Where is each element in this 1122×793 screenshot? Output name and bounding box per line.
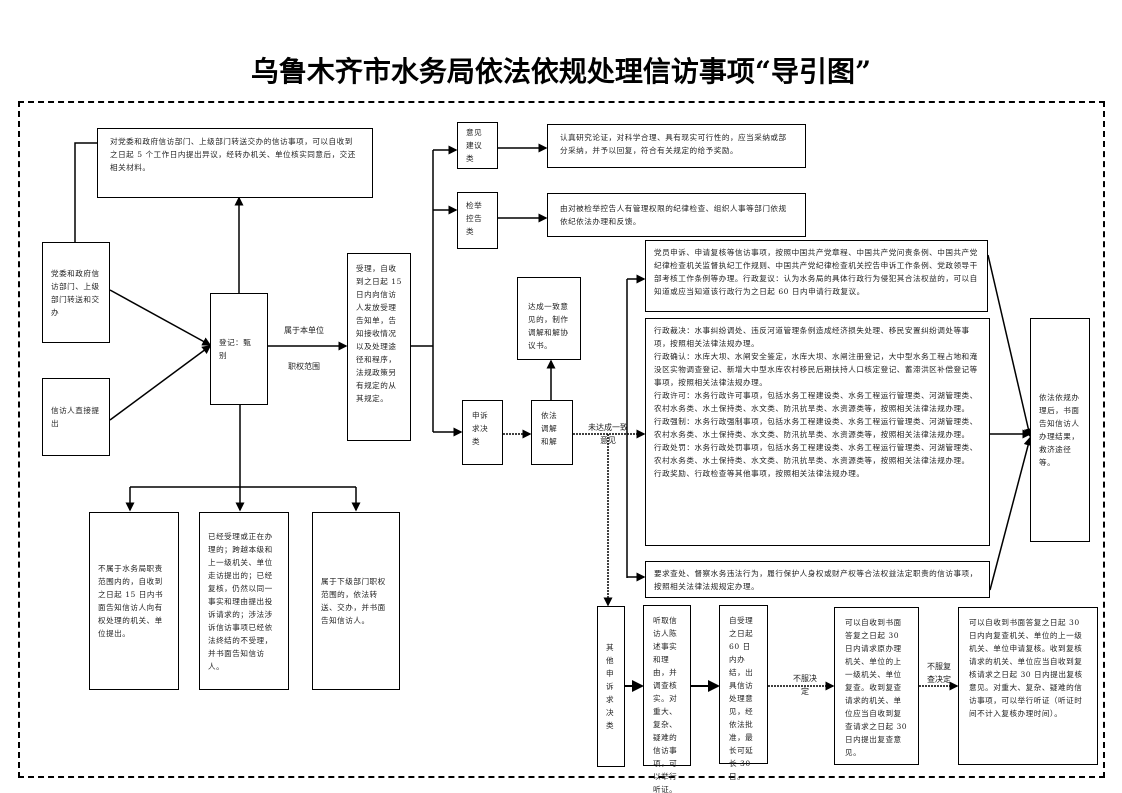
connector — [989, 436, 1033, 591]
register-box: 登记：甄别 — [210, 293, 268, 405]
scope-label-1: 属于本单位 — [284, 326, 324, 335]
page-title: 乌鲁木齐市水务局依法依规处理信访事项“导引图” — [250, 55, 872, 88]
admin-matter-item: 行政强制：水务行政强制事项，包括水务工程建设类、水务工程运行管理类、河湖管理类、… — [654, 417, 978, 439]
connector — [109, 345, 212, 421]
source-party-box: 党委和政府信访部门、上级部门转送和交办 — [42, 242, 110, 343]
admin-matter-item: 行政裁决：水事纠纷调处、违反河道管理条例造成经济损失处理、移民安置纠纷调处等事项… — [654, 326, 970, 348]
handling-box: 自受理之日起 60 日内办结，出具信访处理意见，经依法批准，最长可延长 30 日… — [719, 605, 768, 781]
lower-dept-box: 属于下级部门职权范围的，依法转送、交办，并书面告知信访人。 — [312, 512, 400, 690]
source-direct-box: 信访人直接提出 — [42, 378, 110, 456]
connector — [109, 289, 212, 346]
admin-matter-item: 行政许可：水务行政许可事项，包括水务工程建设类、水务工程运行管理类、河湖管理类、… — [654, 391, 978, 413]
connector — [74, 142, 97, 242]
suggestion-result-box: 认真研究论证，对科学合理、具有现实可行性的，应当采纳或部分采纳，并予以回复，符合… — [547, 124, 806, 168]
not-water-box: 不属于水务局职责范围内的，自收到之日起 15 日内书面告知信访人向有权处理的机关… — [89, 512, 179, 690]
admin-matter-item: 行政确认：水库大坝、水闸安全鉴定，水库大坝、水闸注册登记，大中型水务工程占地和淹… — [654, 352, 978, 387]
accept-box: 受理，自收到之日起 15 日内向信访人发放受理告知单，告知接收情况以及处理途径和… — [347, 253, 411, 441]
objection-note-box: 对党委和政府信访部门、上级部门转送交办的信访事项，可以自收到之日起 5 个工作日… — [97, 128, 373, 198]
report-result-box: 由对被检举控告人有管理权限的纪律检查、组织人事等部门依规依纪依法办理和反馈。 — [547, 193, 806, 237]
report-box: 检举控告类 — [457, 192, 498, 249]
admin-matter-item: 行政奖励、行政检查等其他事项，按照相关法律法规办理。 — [654, 469, 865, 478]
agreement-box: 达成一致意见的，制作调解和解协议书。 — [517, 277, 581, 360]
review-box: 可以自收到书面答复之日起 30 日内请求原办理机关、单位的上一级机关、单位复查。… — [834, 607, 919, 765]
final-notice-box: 依法依规办理后，书面告知信访人办理结果，救济途径等。 — [1030, 318, 1090, 542]
mediation-box: 依法调解和解 — [531, 400, 573, 465]
hearing-box: 听取信访人陈述事实和理由，并调查核实。对重大、复杂、疑难的信访事项，可以举行听证… — [643, 605, 691, 793]
no-agreement-label: 未达成一致意见 — [588, 423, 628, 445]
other-appeal-box: 其他申诉求决类 — [597, 606, 625, 767]
connector — [987, 254, 1033, 438]
dissatisfied-review-label: 不服复查决定 — [927, 662, 951, 684]
suggestion-box: 意见建议类 — [457, 122, 498, 169]
recheck-box: 可以自收到书面答复之日起 30 日内向复查机关、单位的上一级机关、单位申请复核。… — [958, 607, 1098, 765]
dissatisfied-decision-label: 不服决定 — [793, 674, 817, 696]
scope-label-2: 职权范围 — [288, 362, 320, 371]
appeal-box: 申诉求决类 — [462, 400, 503, 465]
admin-matters-box: 行政裁决：水事纠纷调处、违反河道管理条例造成经济损失处理、移民安置纠纷调处等事项… — [645, 318, 990, 546]
party-matters-box: 党员申诉、申请复核等信访事项，按照中国共产党章程、中国共产党问责条例、中国共产党… — [645, 240, 988, 312]
not-accepted-box: 已经受理或正在办理的；跨越本级和上一级机关、单位走访提出的；已经复核，仍然以同一… — [199, 512, 289, 690]
dashed-frame — [18, 101, 1105, 778]
admin-matter-item: 行政处罚：水务行政处罚事项，包括水务工程建设类、水务工程运行管理类、河湖管理类、… — [654, 443, 978, 465]
enforcement-box: 要求查处、督察水务违法行为，履行保护人身权或财产权等合法权益法定职责的信访事项，… — [645, 561, 990, 598]
